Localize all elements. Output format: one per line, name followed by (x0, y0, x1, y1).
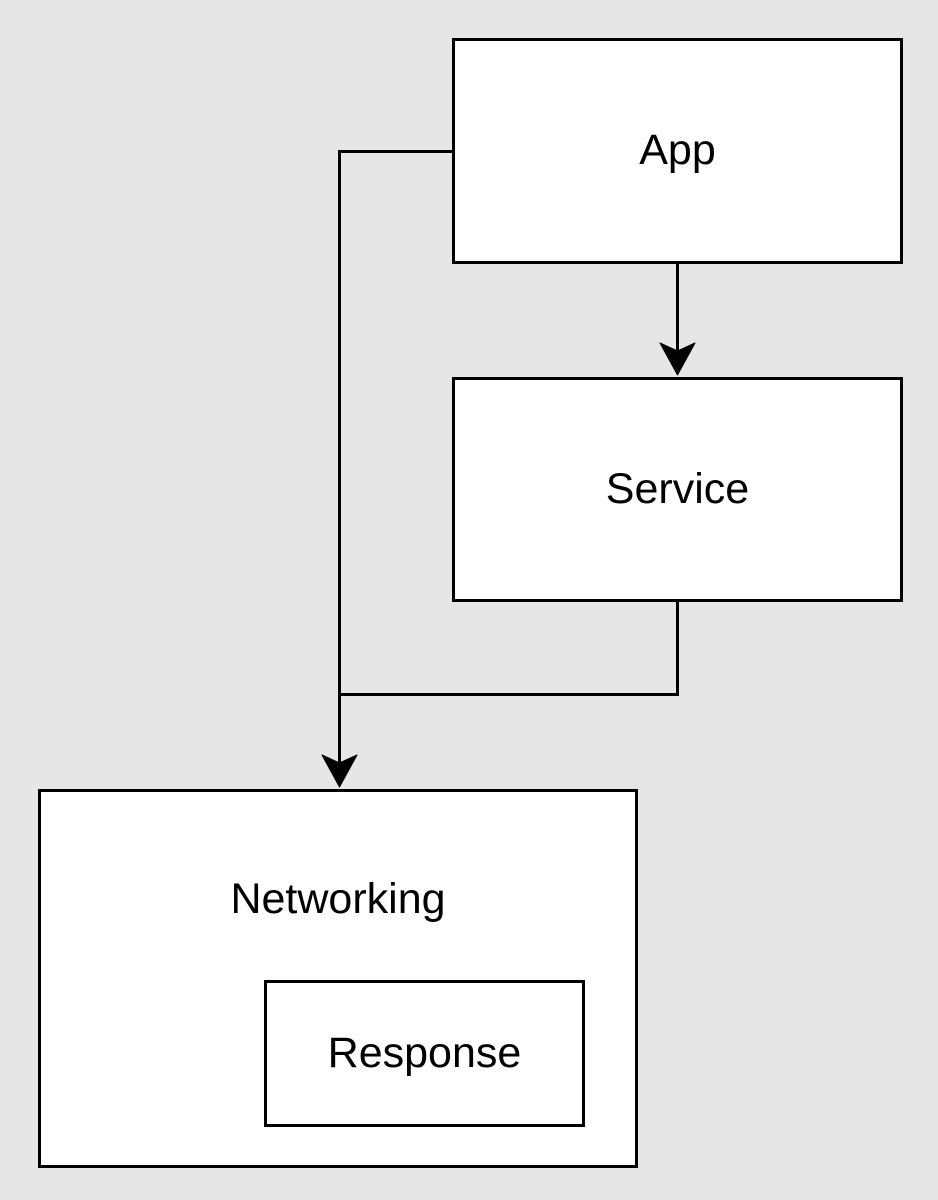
node-response-label: Response (327, 1028, 522, 1077)
node-response: Response (264, 980, 585, 1127)
node-service: Service (452, 377, 903, 602)
edge-app-to-networking (338, 150, 452, 764)
edge-app-to-networking-arrowhead (321, 754, 358, 788)
node-app: App (452, 38, 903, 264)
node-app-label: App (639, 126, 716, 175)
edge-app-to-service-arrowhead (659, 342, 696, 376)
node-networking-label: Networking (230, 875, 446, 923)
node-service-label: Service (605, 464, 750, 513)
edge-service-to-networking (339, 602, 679, 696)
